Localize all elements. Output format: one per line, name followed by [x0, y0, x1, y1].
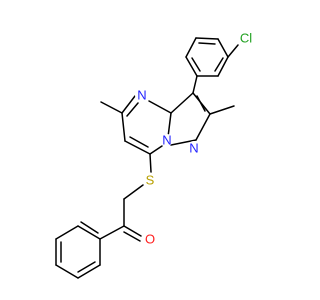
pyrazole-nitrogen-atom: N [187, 141, 201, 156]
bond [123, 225, 142, 237]
chlorine-label: Cl [240, 31, 252, 46]
bond [148, 100, 172, 114]
chlorine-atom: Cl [237, 29, 255, 47]
bond [198, 42, 216, 45]
bond [214, 57, 224, 72]
bond [170, 92, 194, 114]
bond [185, 37, 197, 58]
bond [123, 231, 141, 242]
bond [170, 139, 197, 146]
bond [77, 261, 96, 273]
bond [123, 184, 144, 200]
atom-labels: Cl N N N S O [135, 29, 255, 247]
bond [126, 102, 139, 117]
bond [185, 56, 198, 77]
bond [55, 264, 79, 279]
pyrazole-nitrogen-label: N [189, 141, 198, 156]
bond [149, 145, 163, 155]
bond [100, 101, 123, 114]
pyrimidine-nitrogen-label: N [137, 88, 146, 103]
pyrimidine-nitrogen-atom: N [135, 88, 149, 103]
bonds [55, 37, 239, 279]
bond [217, 38, 229, 58]
bond [195, 113, 211, 141]
bond [192, 75, 198, 94]
bond [77, 225, 101, 240]
bridgehead-nitrogen-label: N [162, 133, 171, 148]
bond [55, 225, 79, 240]
bond [77, 264, 101, 279]
bond [121, 95, 136, 114]
bond [129, 136, 149, 148]
bridgehead-nitrogen-atom: N [161, 133, 173, 148]
sulfur-label: S [146, 173, 155, 188]
bond [121, 112, 126, 142]
bond [191, 57, 201, 72]
carbonyl-oxygen-label: O [145, 232, 155, 247]
bond [209, 105, 235, 115]
bond [196, 95, 206, 112]
molecule-structure: Cl N N N S O [55, 29, 255, 279]
bond [124, 140, 151, 155]
carbonyl-oxygen-atom: O [143, 232, 157, 247]
bond [80, 221, 99, 234]
bond [195, 37, 219, 40]
bond [227, 44, 239, 58]
bond [217, 56, 229, 77]
bond [99, 225, 125, 240]
bond [149, 153, 152, 173]
sulfur-atom: S [143, 173, 157, 188]
bond [167, 112, 172, 138]
